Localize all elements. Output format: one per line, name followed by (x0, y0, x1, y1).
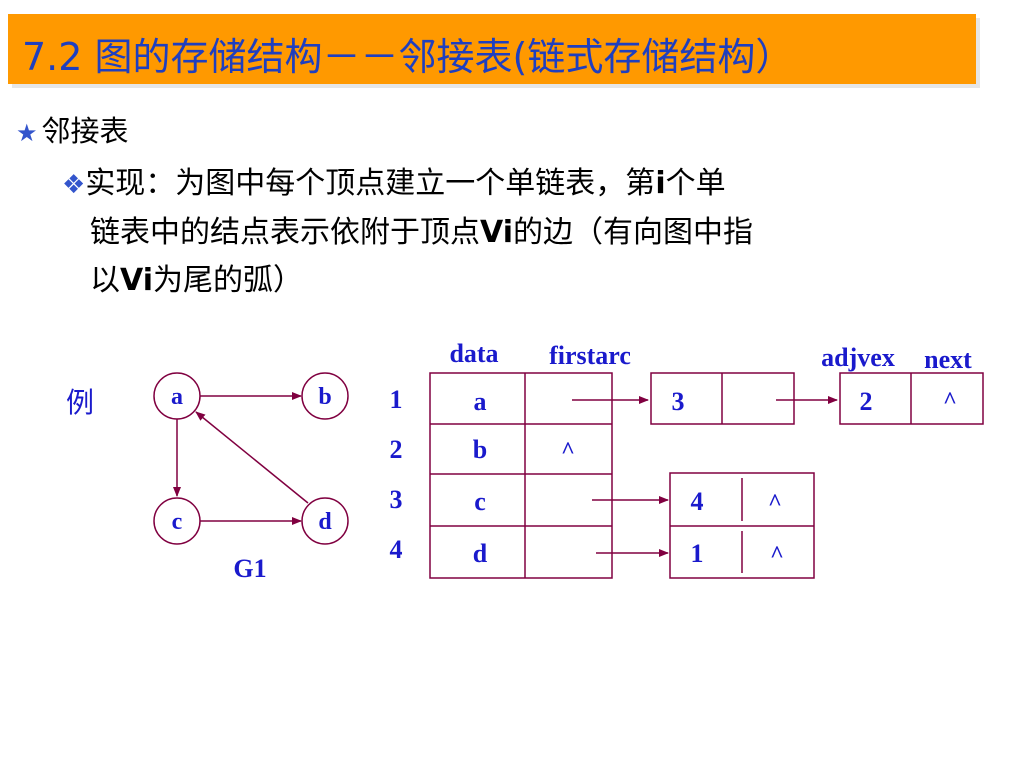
header-data: data (449, 339, 498, 368)
description-line-2: 链表中的结点表示依附于顶点Vi的边（有向图中指 (90, 215, 753, 250)
row-3-data: c (474, 487, 486, 516)
node-1-2-next-null: ^ (943, 388, 957, 414)
vertex-b: b (301, 372, 349, 420)
slide-title: 7.2 图的存储结构－－邻接表(链式存储结构） (22, 35, 794, 79)
header-adjvex: adjvex (821, 343, 895, 372)
edge-node-1-2 (839, 372, 984, 425)
node-3-1-next-null: ^ (768, 490, 782, 516)
edge-node-3-1 (669, 472, 815, 579)
example-label: 例 (66, 386, 94, 419)
vertex-table (429, 372, 613, 579)
svg-text:d: d (318, 509, 332, 535)
node-3-1-adjvex: 4 (691, 487, 704, 516)
star-icon: ★ (16, 119, 38, 147)
description-line-3: 以Vi为尾的弧） (90, 263, 303, 298)
row-2-data: b (473, 435, 487, 464)
node-1-2-adjvex: 2 (860, 387, 873, 416)
graph-name: G1 (233, 554, 266, 583)
description-line-1: ❖实现：为图中每个顶点建立一个单链表，第i个单 (62, 166, 726, 201)
row-4-data: d (473, 539, 488, 568)
node-4-1-next-null: ^ (770, 542, 784, 568)
diamond-bullet-icon: ❖ (62, 170, 86, 200)
index-1: 1 (390, 385, 403, 414)
title-bar: 7.2 图的存储结构－－邻接表(链式存储结构） (8, 14, 976, 84)
edge-node-1-1 (650, 372, 795, 425)
header-next: next (924, 345, 972, 374)
header-firstarc: firstarc (549, 341, 631, 370)
vertex-a: a (153, 372, 201, 420)
vertex-c: c (153, 497, 201, 545)
edge-d-a (195, 411, 309, 504)
index-4: 4 (390, 535, 403, 564)
node-4-1-adjvex: 1 (691, 539, 704, 568)
row-1-data: a (474, 387, 487, 416)
vertex-d: d (301, 497, 349, 545)
svg-text:a: a (171, 384, 183, 410)
bullet-heading-text: 邻接表 (41, 114, 129, 148)
svg-text:c: c (172, 509, 183, 535)
index-3: 3 (390, 485, 403, 514)
index-2: 2 (390, 435, 403, 464)
description: ❖实现：为图中每个顶点建立一个单链表，第i个单 链表中的结点表示依附于顶点Vi的… (62, 160, 962, 305)
svg-text:b: b (318, 384, 331, 410)
node-1-1-adjvex: 3 (672, 387, 685, 416)
bullet-heading: ★邻接表 (16, 108, 129, 150)
row-2-firstarc-null: ^ (561, 438, 575, 464)
